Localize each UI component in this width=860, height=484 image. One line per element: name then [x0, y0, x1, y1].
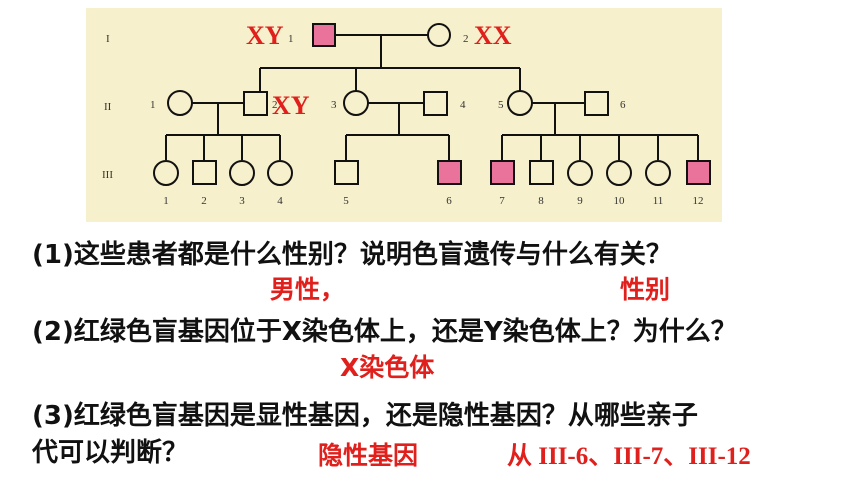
individual-number: 4 [277, 195, 283, 207]
female-symbol [167, 90, 193, 116]
individual-number: 12 [693, 195, 704, 207]
female-symbol [567, 160, 593, 186]
individual-number: 2 [201, 195, 207, 207]
male-affected-symbol [312, 23, 336, 47]
individual-number: 10 [614, 195, 626, 207]
female-symbol [507, 90, 533, 116]
male-symbol [423, 91, 448, 116]
female-symbol [427, 23, 451, 47]
answer-2-chromosome: X染色体 [340, 353, 435, 382]
male-symbol [584, 91, 609, 116]
female-symbol [229, 160, 255, 186]
male-symbol [529, 160, 554, 185]
individual-number: 3 [239, 195, 245, 207]
answer-1-relation: 性别 [620, 275, 671, 304]
individual-number: 1 [150, 99, 156, 111]
female-symbol [153, 160, 179, 186]
individual-number: 7 [499, 195, 505, 207]
individual-number: 6 [446, 195, 452, 207]
individual-number: 8 [538, 195, 544, 207]
generation-label: II [104, 101, 112, 113]
answer-3-individuals: 从 III-6、III-7、III-12 [507, 443, 751, 470]
generation-label: I [106, 33, 110, 45]
individual-number: 6 [620, 99, 626, 111]
female-symbol [645, 160, 671, 186]
individual-number: 5 [498, 99, 504, 111]
male-affected-symbol [437, 160, 462, 185]
question-3-line-2: 代可以判断？ [32, 438, 189, 468]
female-symbol [343, 90, 369, 116]
answer-3-recessive: 隐性基因 [318, 441, 419, 470]
question-1: (1)这些患者都是什么性别？说明色盲遗传与什么有关？ [32, 240, 672, 270]
individual-number: 2 [272, 99, 278, 111]
genotype-label: XY [272, 91, 310, 120]
male-symbol [243, 91, 268, 116]
female-symbol [606, 160, 632, 186]
individual-number: 2 [463, 33, 469, 45]
male-affected-symbol [686, 160, 711, 185]
pedigree-diagram: I II III 1 2 XY XX 1 2 3 4 5 6 XY 1 2 3 … [102, 21, 711, 207]
pedigree-chart: I II III 1 2 XY XX 1 2 3 4 5 6 XY 1 2 3 … [86, 8, 722, 222]
question-3-line-1: (3)红绿色盲基因是显性基因，还是隐性基因？从哪些亲子 [32, 401, 698, 431]
genotype-label: XY [246, 21, 284, 50]
individual-number: 1 [288, 33, 294, 45]
individual-number: 1 [163, 195, 169, 207]
male-affected-symbol [490, 160, 515, 185]
answer-1-sex: 男性， [270, 275, 346, 304]
male-symbol [334, 160, 359, 185]
individual-number: 11 [653, 195, 664, 207]
individual-number: 4 [460, 99, 466, 111]
individual-number: 9 [577, 195, 583, 207]
individual-number: 5 [343, 195, 349, 207]
female-symbol [267, 160, 293, 186]
generation-label: III [102, 169, 113, 181]
individual-number: 3 [331, 99, 337, 111]
male-symbol [192, 160, 217, 185]
question-2: (2)红绿色盲基因位于X染色体上，还是Y染色体上？为什么？ [32, 317, 737, 347]
genotype-label: XX [474, 21, 512, 50]
